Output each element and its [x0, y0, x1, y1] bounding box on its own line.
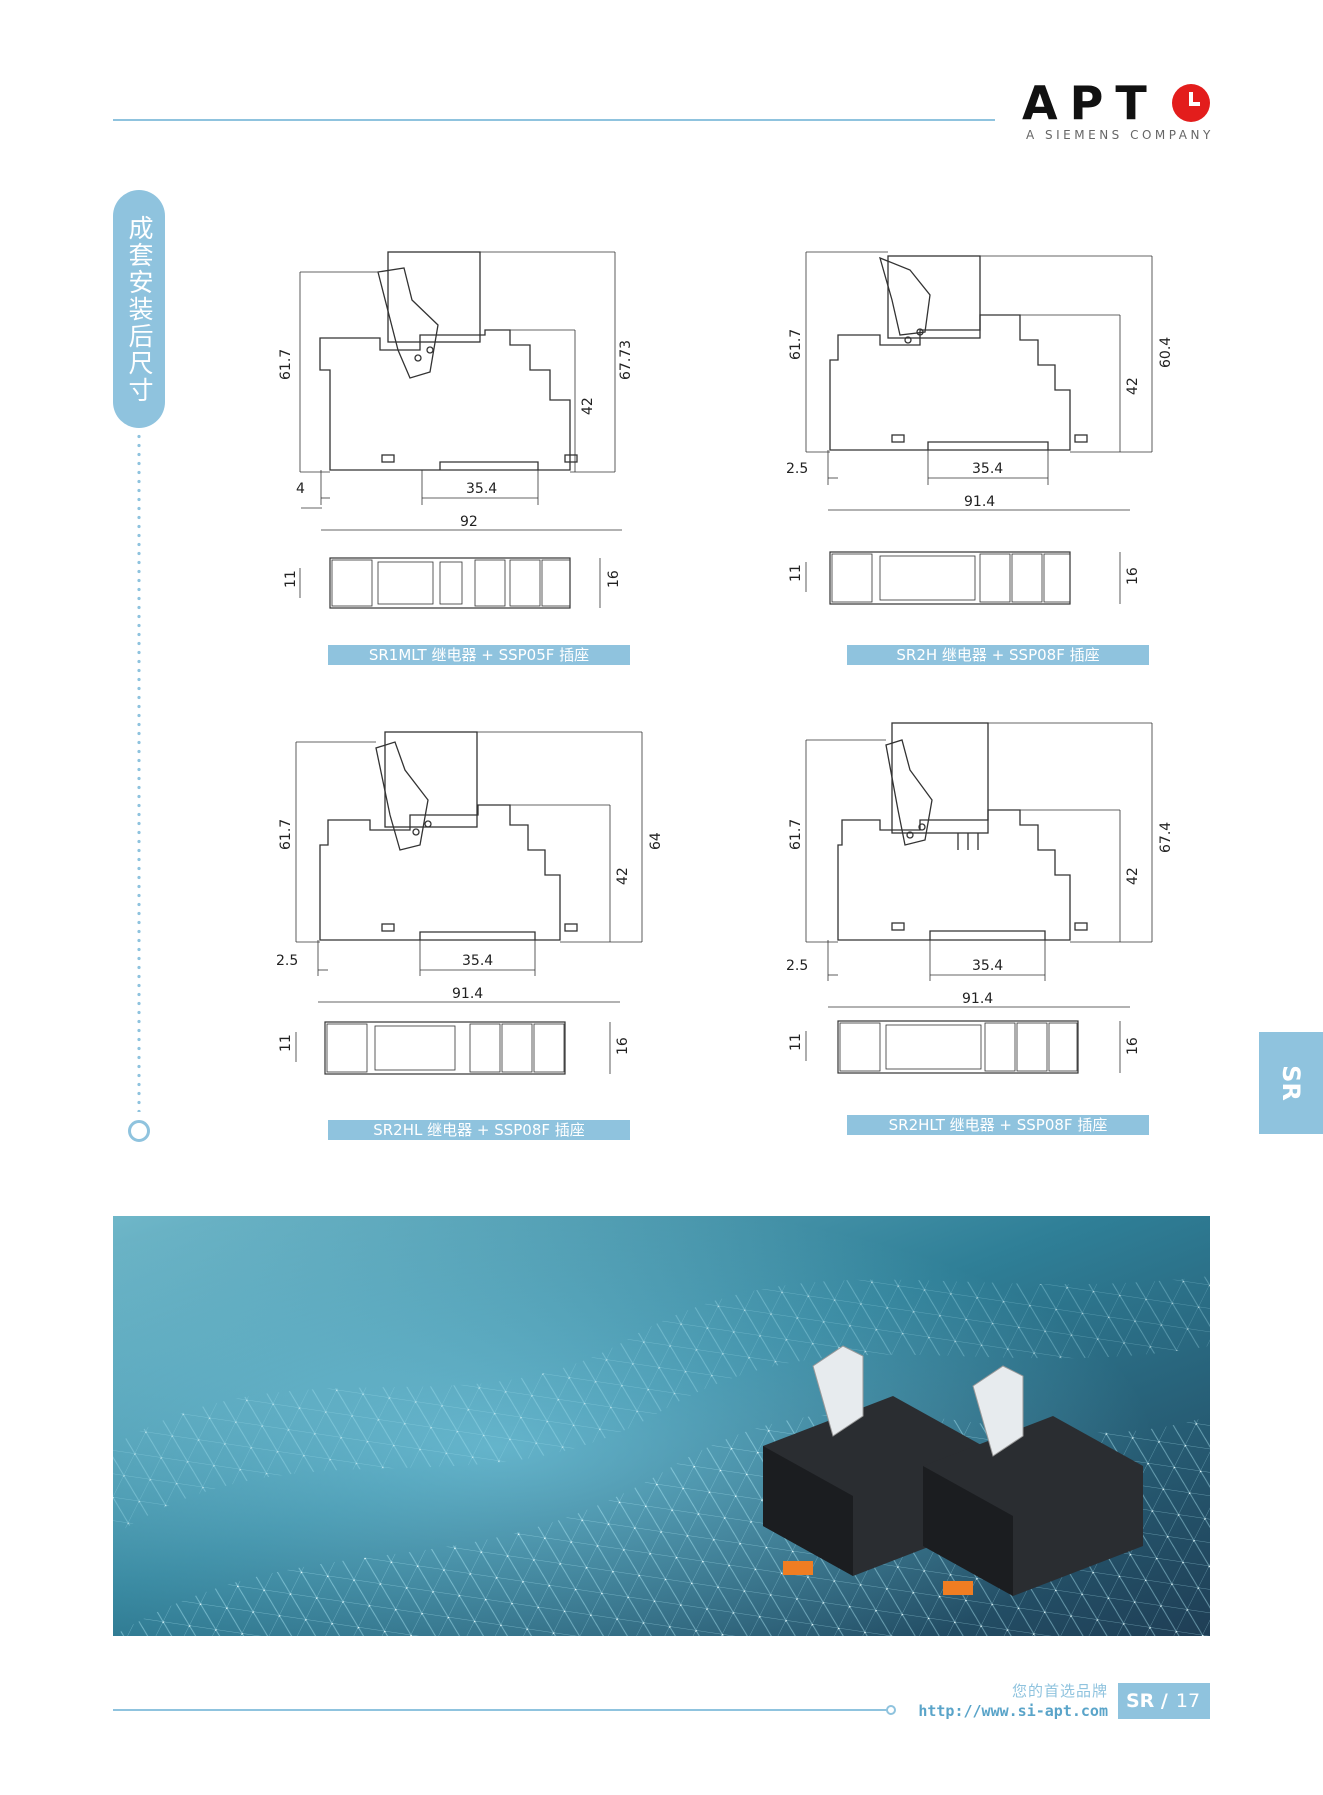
dim-base-height: 42 [1125, 377, 1141, 395]
relay-socket-product [763, 1345, 1143, 1596]
dim-rail: 35.4 [462, 953, 493, 969]
dim-total-height: 61.7 [278, 349, 294, 380]
dim-length: 91.4 [962, 991, 993, 1007]
dim-total-height: 61.7 [788, 329, 804, 360]
caption-sr2h: SR2H 继电器 + SSP08F 插座 [847, 645, 1149, 665]
dim-side-width: 11 [788, 564, 804, 582]
footer-url[interactable]: http://www.si-apt.com [918, 1702, 1108, 1720]
footer-slogan: 您的首选品牌 [1011, 1682, 1108, 1700]
dim-base-height: 42 [1125, 867, 1141, 885]
side-dotted-line [137, 432, 141, 1112]
dim-top-height: 67.73 [618, 340, 634, 380]
caption-sr2hlt: SR2HLT 继电器 + SSP08F 插座 [847, 1115, 1149, 1135]
page-number-box: SR / 17 [1118, 1683, 1210, 1719]
dim-top-height: 67.4 [1158, 822, 1174, 853]
diagram-sr2hl: 61.7 64 42 35.4 2.5 91.4 11 16 [270, 720, 710, 1104]
dim-length: 92 [460, 514, 478, 530]
dim-offset: 2.5 [786, 958, 808, 974]
dim-side-width: 11 [788, 1033, 804, 1051]
diagram-sr2hlt: 61.7 67.4 42 35.4 2.5 91.4 11 16 [780, 715, 1220, 1099]
page-number: 17 [1175, 1690, 1201, 1712]
dim-length: 91.4 [452, 986, 483, 1002]
caption-sr2hl: SR2HL 继电器 + SSP08F 插座 [328, 1120, 630, 1140]
logo-word: APT [1022, 76, 1159, 130]
dim-top-height: 64 [648, 832, 664, 850]
dim-length: 91.4 [964, 494, 995, 510]
dim-side-height: 16 [1125, 1037, 1141, 1055]
dim-top-height: 60.4 [1158, 337, 1174, 368]
header-divider [113, 119, 995, 121]
dim-rail: 35.4 [466, 481, 497, 497]
dim-rail: 35.4 [972, 958, 1003, 974]
dim-offset: 2.5 [786, 461, 808, 477]
dim-side-height: 16 [606, 570, 622, 588]
footer-ring [886, 1705, 896, 1715]
logo-subtitle: A SIEMENS COMPANY [1026, 128, 1214, 142]
apt-logo: APT A SIEMENS COMPANY [1022, 78, 1212, 144]
dim-side-height: 16 [615, 1037, 631, 1055]
section-tab[interactable]: SR [1259, 1032, 1323, 1134]
dim-rail: 35.4 [972, 461, 1003, 477]
dim-total-height: 61.7 [788, 819, 804, 850]
dim-base-height: 42 [615, 867, 631, 885]
dim-side-width: 11 [278, 1034, 294, 1052]
caption-sr1mlt: SR1MLT 继电器 + SSP05F 插座 [328, 645, 630, 665]
dim-side-height: 16 [1125, 567, 1141, 585]
dim-side-width: 11 [283, 570, 299, 588]
logo-clock-icon [1172, 84, 1210, 122]
dim-base-height: 42 [580, 397, 596, 415]
footer-section: SR / [1126, 1690, 1168, 1712]
dim-total-height: 61.7 [278, 819, 294, 850]
section-tab-label: SR [1276, 1065, 1305, 1101]
diagram-sr2h: 61.7 60.4 42 35.4 2.5 91.4 11 16 [780, 240, 1220, 624]
dim-offset: 4 [296, 481, 305, 497]
side-section-title: 成套安装后尺寸 [113, 190, 165, 428]
diagram-sr1mlt: 61.7 67.73 42 35.4 4 92 11 16 [270, 240, 710, 624]
side-end-ring [128, 1120, 150, 1142]
dim-offset: 2.5 [276, 953, 298, 969]
footer-divider [113, 1709, 887, 1711]
product-banner-image [113, 1216, 1210, 1636]
